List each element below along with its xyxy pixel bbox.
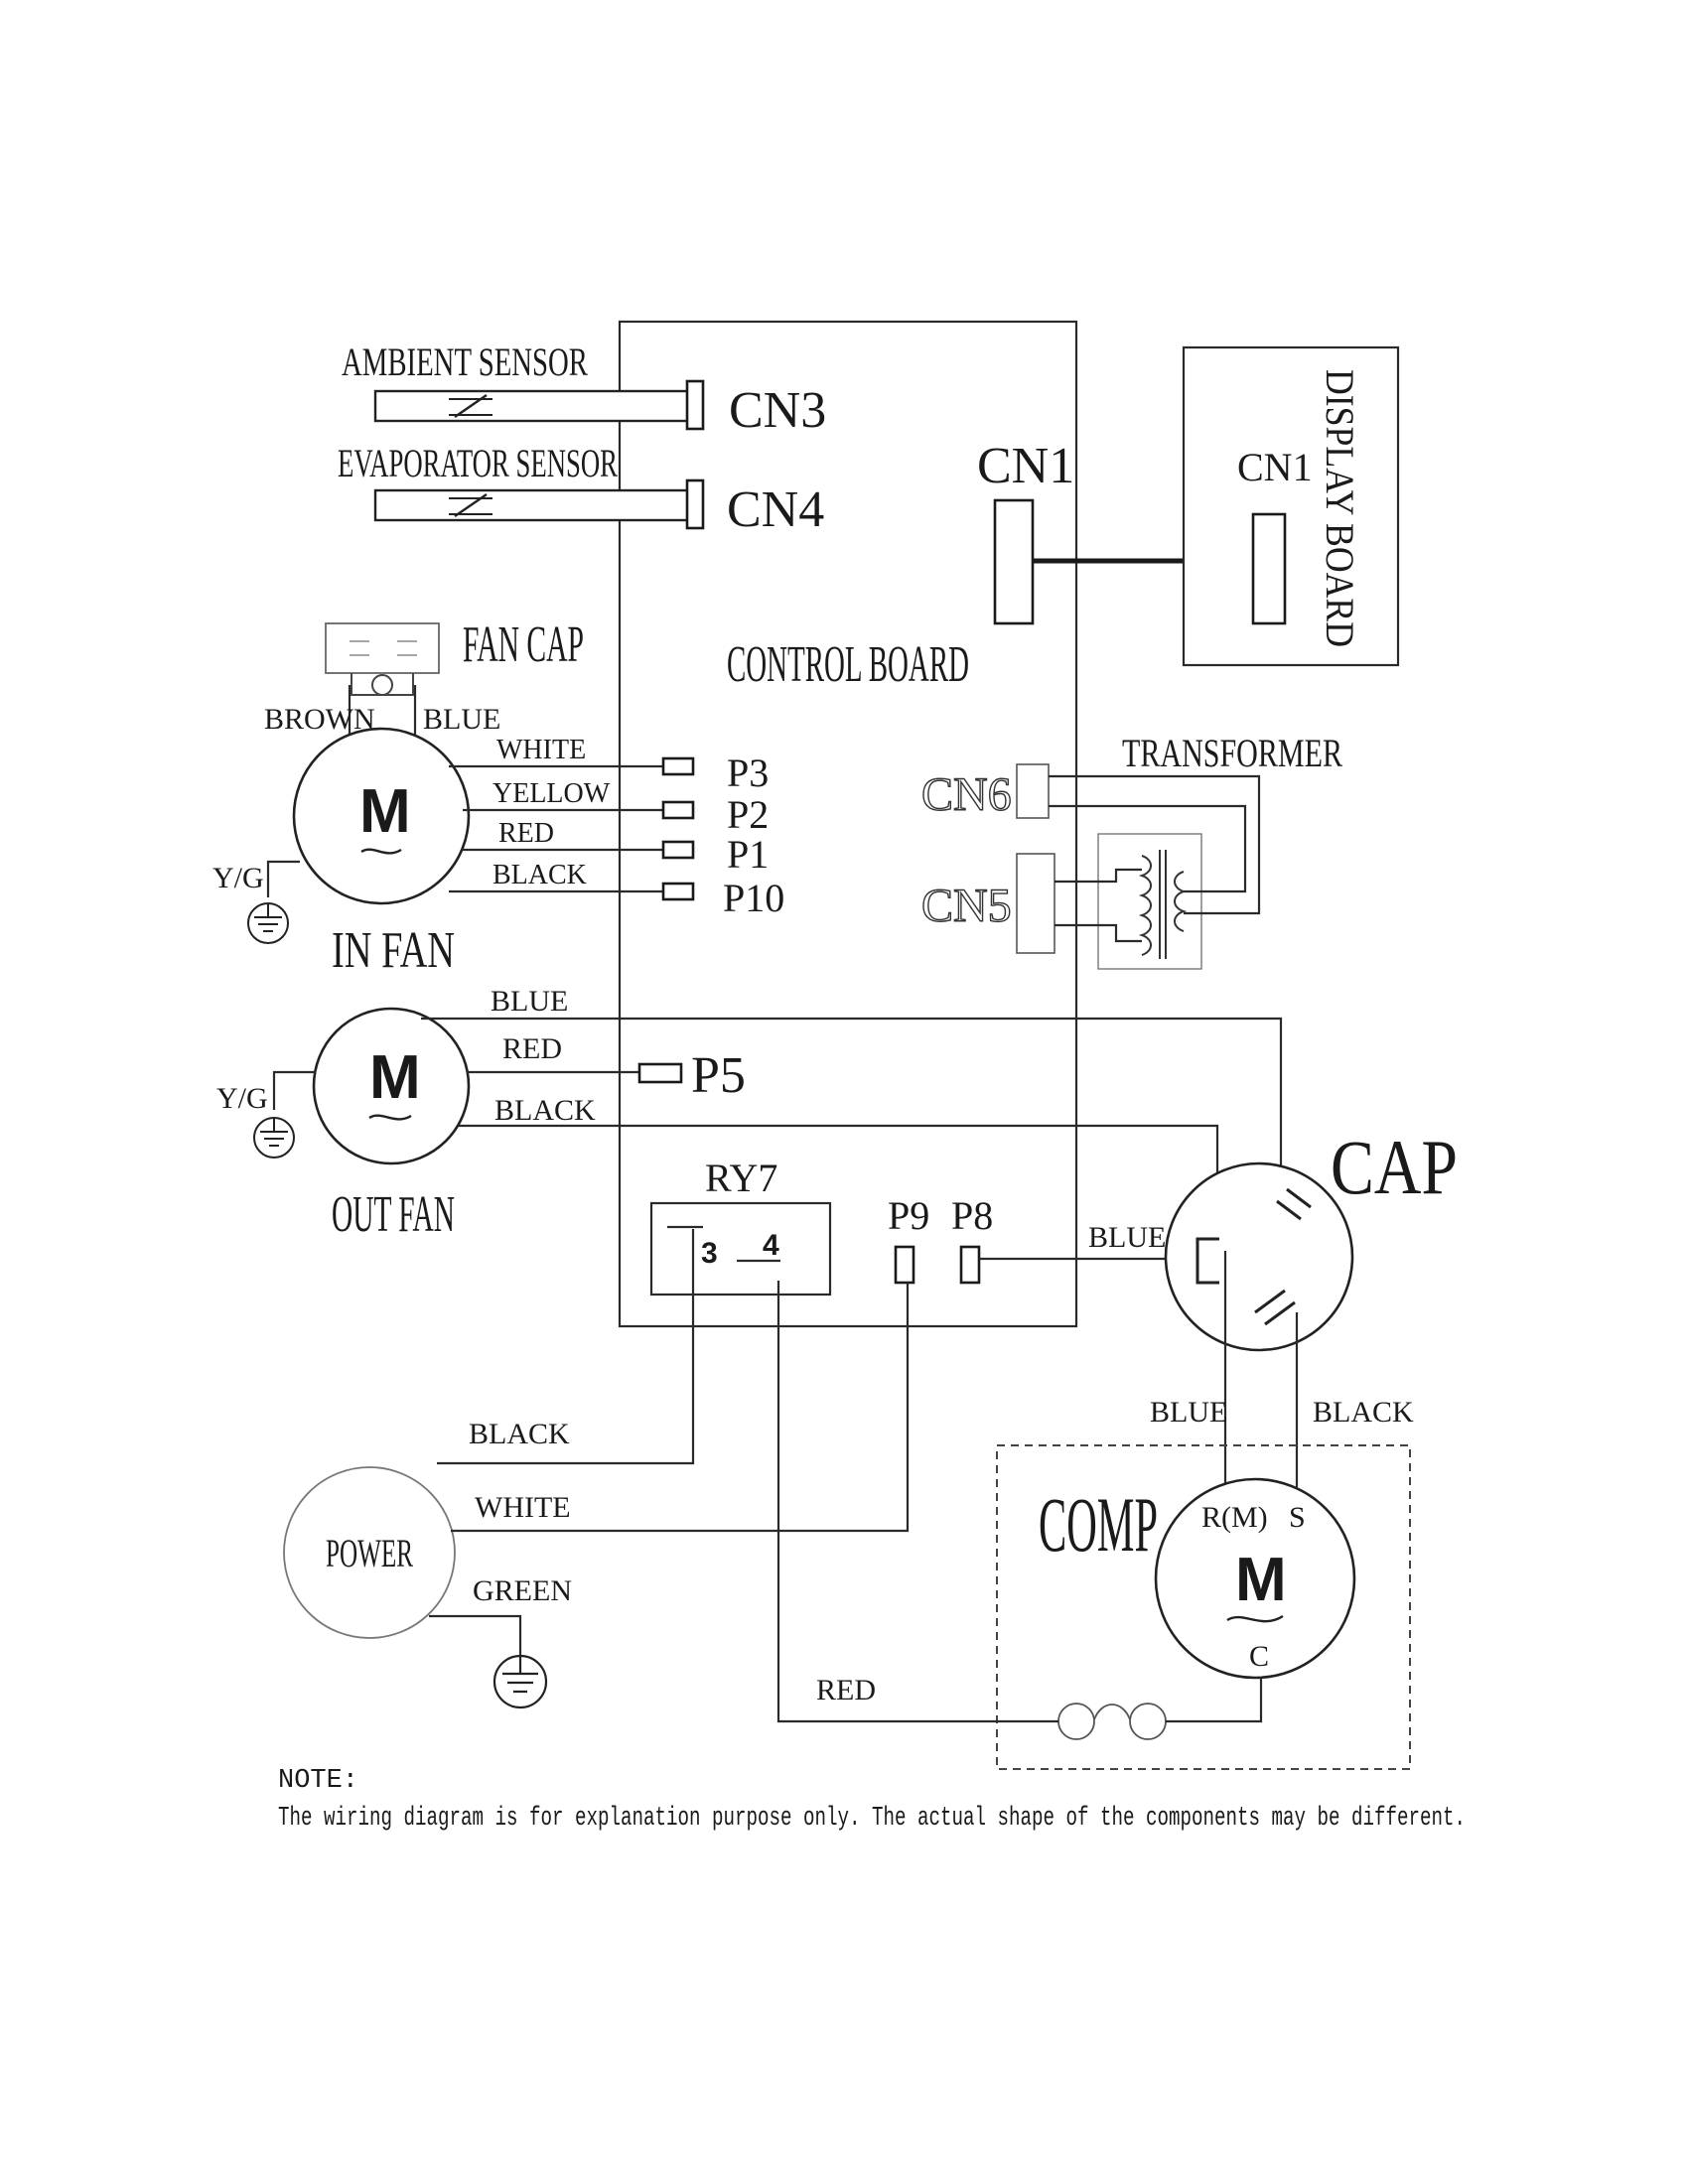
cn3-label: CN3 [729, 382, 826, 439]
out-fan-motor-symbol: M [369, 1043, 421, 1112]
cn6-connector [1016, 763, 1050, 819]
transformer-label: TRANSFORMER [1122, 731, 1342, 775]
cn3-connector [685, 379, 705, 431]
display-board [1182, 345, 1400, 667]
out-fan-ground-label: Y/G [216, 1082, 268, 1115]
cap-wire-black: BLACK [1313, 1396, 1414, 1429]
comp-terminal-r: R(M) [1201, 1501, 1268, 1534]
in-fan-wire-black: BLACK [492, 860, 587, 890]
fan-cap-blue-label: BLUE [423, 703, 500, 736]
comp-enclosure [996, 1444, 1411, 1770]
p9-label: P9 [888, 1193, 929, 1238]
cap-wire-blue: BLUE [1150, 1396, 1227, 1429]
cn1-board-connector [993, 498, 1035, 625]
cap-label: CAP [1331, 1124, 1458, 1210]
comp-motor-symbol: M [1235, 1546, 1287, 1614]
out-fan-wire-blue: BLUE [491, 985, 568, 1018]
evaporator-sensor-label: EVAPORATOR SENSOR [338, 441, 618, 485]
comp-terminal-c: C [1249, 1640, 1269, 1673]
p1-terminal [661, 840, 695, 860]
comp-wire-red: RED [816, 1674, 876, 1706]
display-board-label: DISPLAY BOARD [1318, 369, 1362, 647]
p8-terminal [959, 1245, 981, 1285]
cn1-board-label: CN1 [977, 438, 1074, 494]
out-fan-label: OUT FAN [332, 1186, 455, 1243]
cn4-connector [685, 478, 705, 530]
ry7-pin4: 4 [763, 1229, 779, 1262]
ambient-sensor: AMBIENT SENSOR CN3 [342, 340, 826, 439]
evaporator-sensor: EVAPORATOR SENSOR CN4 [338, 441, 824, 538]
p8-wire-blue: BLUE [1088, 1221, 1166, 1254]
cn1-display-label: CN1 [1237, 445, 1313, 489]
note-heading: NOTE: [278, 1766, 358, 1796]
ry7-label: RY7 [705, 1156, 777, 1200]
transformer [1097, 833, 1202, 970]
cn4-label: CN4 [727, 481, 824, 538]
cn5-label: CN5 [921, 880, 1012, 932]
out-fan-wire-red: RED [502, 1032, 562, 1065]
p10-label: P10 [723, 876, 784, 920]
comp-terminal-s: S [1289, 1501, 1306, 1534]
control-board-label: CONTROL BOARD [727, 636, 969, 693]
power-wire-black: BLACK [469, 1418, 570, 1450]
fan-cap-label: FAN CAP [463, 616, 584, 673]
in-fan-wire-white: WHITE [496, 735, 586, 765]
overload-protector [1057, 1703, 1167, 1740]
cn1-display-connector [1251, 512, 1287, 625]
p9-terminal [894, 1245, 915, 1285]
ambient-sensor-label: AMBIENT SENSOR [342, 340, 588, 384]
power-label: POWER [326, 1531, 413, 1575]
in-fan-motor: M [292, 727, 471, 905]
fan-cap-brown-label: BROWN [264, 703, 375, 736]
out-fan-wire-black: BLACK [494, 1094, 596, 1127]
in-fan-wire-yellow: YELLOW [492, 778, 611, 809]
in-fan-ground-label: Y/G [212, 862, 264, 894]
p5-terminal [637, 1062, 683, 1084]
note-text: The wiring diagram is for explanation pu… [278, 1804, 1466, 1834]
in-fan-wire-red: RED [498, 818, 554, 849]
ry7-relay [649, 1201, 832, 1297]
p3-label: P3 [727, 751, 769, 795]
ry7-pin3: 3 [701, 1237, 718, 1270]
compressor-motor: M [1154, 1477, 1356, 1680]
cn6-label: CN6 [921, 768, 1012, 821]
in-fan-motor-symbol: M [359, 777, 411, 846]
p5-label: P5 [691, 1047, 746, 1104]
p1-label: P1 [727, 832, 769, 877]
fan-cap: FAN CAP [325, 616, 584, 696]
run-capacitor [1164, 1161, 1354, 1352]
comp-label: COMP [1039, 1481, 1158, 1568]
p3-terminal [661, 756, 695, 776]
p8-label: P8 [951, 1193, 993, 1238]
cn5-connector [1016, 853, 1055, 954]
out-fan-motor: M [312, 1007, 471, 1165]
in-fan-label: IN FAN [332, 922, 455, 979]
power-wire-white: WHITE [475, 1491, 571, 1524]
power-supply: POWER [283, 1466, 456, 1639]
p2-terminal [661, 800, 695, 820]
power-wire-green: GREEN [473, 1574, 572, 1607]
p10-terminal [661, 882, 695, 901]
p2-label: P2 [727, 792, 769, 837]
